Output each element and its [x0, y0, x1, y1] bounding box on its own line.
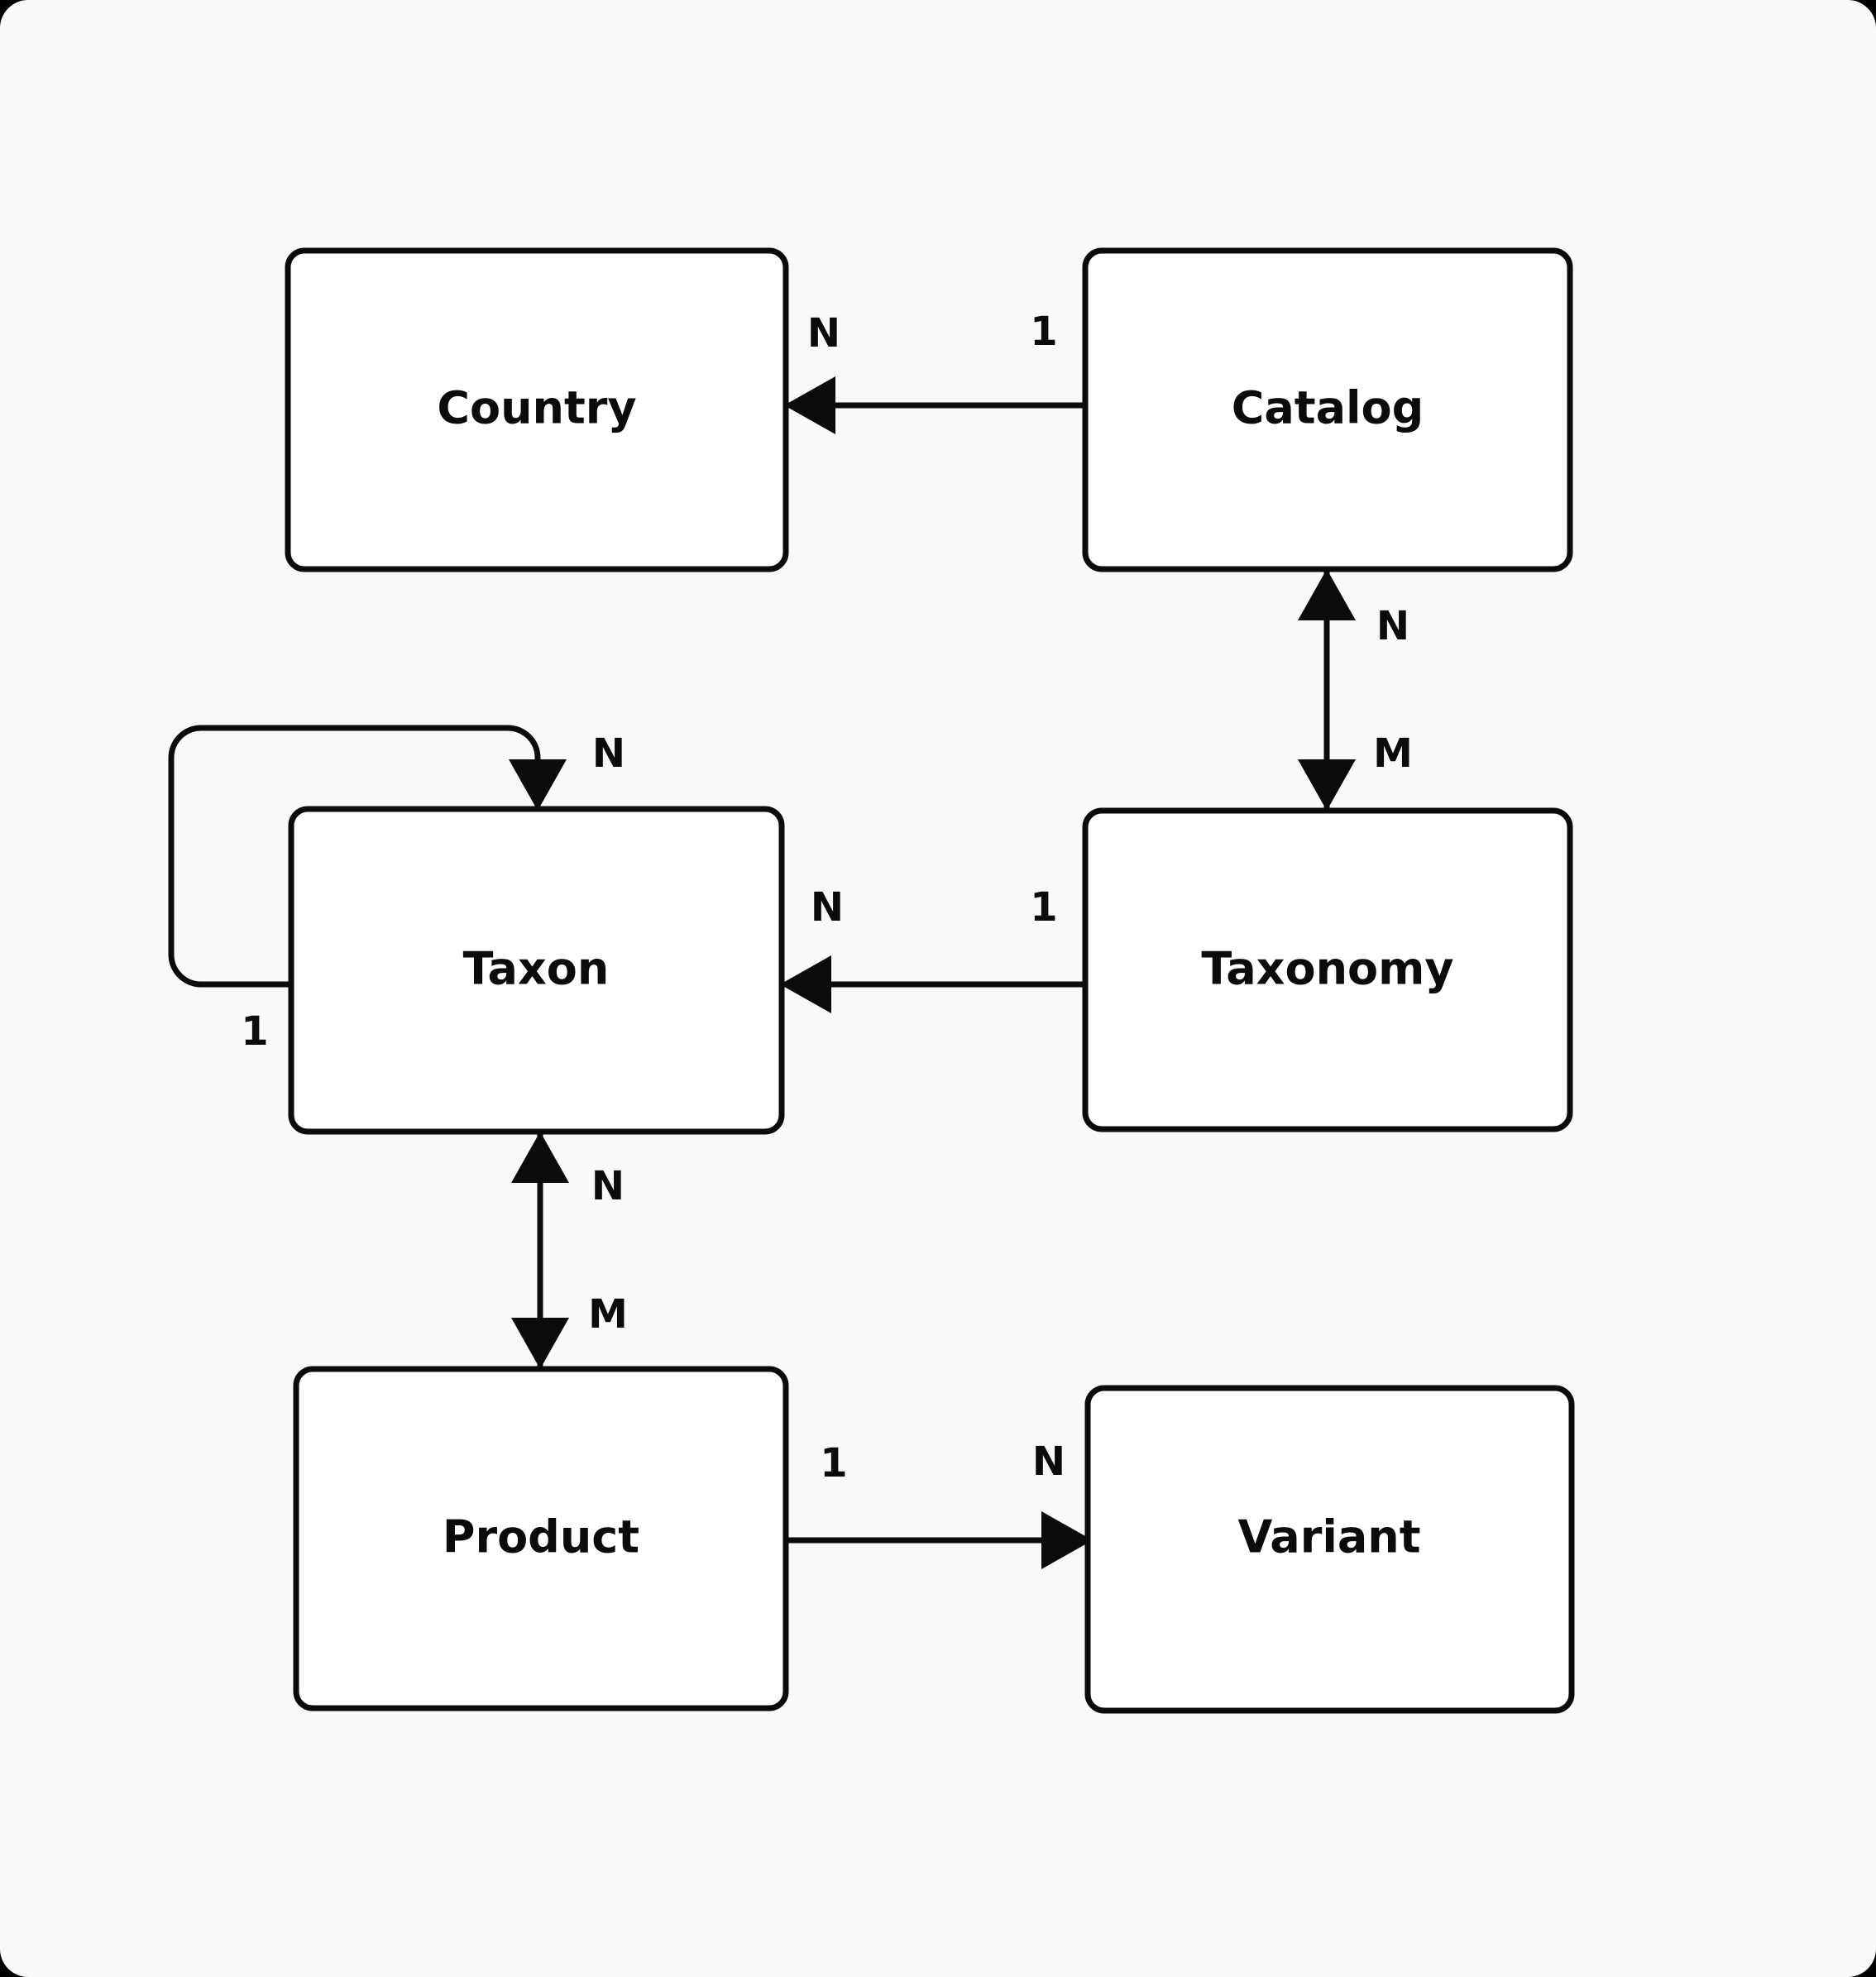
- relationship-catalog-taxonomy[interactable]: [1298, 569, 1356, 811]
- entity-label-variant: Variant: [1237, 1511, 1420, 1563]
- entity-box-variant: [1084, 1385, 1575, 1714]
- arrowhead-to-product: [511, 1318, 569, 1369]
- relationship-catalog-country[interactable]: [784, 376, 1085, 434]
- entity-label-country: Country: [437, 382, 636, 434]
- arrowhead-to-taxon-self: [509, 759, 567, 811]
- entity-catalog[interactable]: Catalog: [1082, 247, 1573, 572]
- relationship-taxon-product[interactable]: [511, 1132, 569, 1369]
- cardinality-taxon-self-top: N: [592, 730, 625, 777]
- entity-country[interactable]: Country: [285, 247, 789, 572]
- entity-box-country: [285, 247, 789, 572]
- arrowhead-to-catalog: [1298, 569, 1356, 620]
- arrowhead-to-taxonomy: [1298, 759, 1356, 811]
- entity-box-catalog: [1082, 247, 1573, 572]
- entity-box-taxon: [288, 806, 785, 1135]
- entity-variant[interactable]: Variant: [1084, 1385, 1575, 1714]
- entity-taxonomy[interactable]: Taxonomy: [1082, 807, 1573, 1132]
- arrowhead-to-variant: [1041, 1511, 1093, 1569]
- entity-taxon[interactable]: Taxon: [288, 806, 785, 1135]
- cardinality-taxon-taxonomy-near-taxonomy: 1: [1030, 884, 1057, 931]
- entity-label-product: Product: [443, 1511, 639, 1563]
- cardinality-taxon-taxonomy-near-taxon: N: [811, 884, 844, 931]
- cardinality-taxon-self-bottom: 1: [241, 1008, 268, 1055]
- cardinality-taxon-product-near-taxon: N: [591, 1163, 625, 1209]
- relationship-taxon-self[interactable]: [168, 725, 567, 988]
- arrowhead-to-taxon-product: [511, 1132, 569, 1183]
- entity-label-catalog: Catalog: [1232, 382, 1424, 434]
- cardinality-product-variant-near-variant: N: [1032, 1438, 1065, 1485]
- entity-label-taxon: Taxon: [463, 943, 610, 995]
- entity-box-taxonomy: [1082, 807, 1573, 1132]
- relationship-taxonomy-taxon[interactable]: [780, 955, 1085, 1013]
- arrowhead-to-country: [784, 376, 835, 434]
- cardinality-catalog-taxonomy-near-catalog: N: [1376, 603, 1409, 649]
- cardinality-country-catalog-near-catalog: 1: [1030, 309, 1057, 355]
- relationship-product-variant[interactable]: [786, 1511, 1093, 1569]
- arrowhead-to-taxon: [780, 955, 831, 1013]
- cardinality-country-catalog-near-country: N: [807, 310, 840, 357]
- relationship-line-taxon-self: [168, 725, 541, 988]
- cardinality-product-variant-near-product: 1: [820, 1440, 847, 1486]
- entity-product[interactable]: Product: [293, 1366, 789, 1711]
- cardinality-taxon-product-near-product: M: [588, 1291, 628, 1338]
- entity-label-taxonomy: Taxonomy: [1201, 943, 1453, 995]
- cardinality-catalog-taxonomy-near-taxonomy: M: [1373, 730, 1413, 777]
- entity-box-product: [293, 1366, 789, 1711]
